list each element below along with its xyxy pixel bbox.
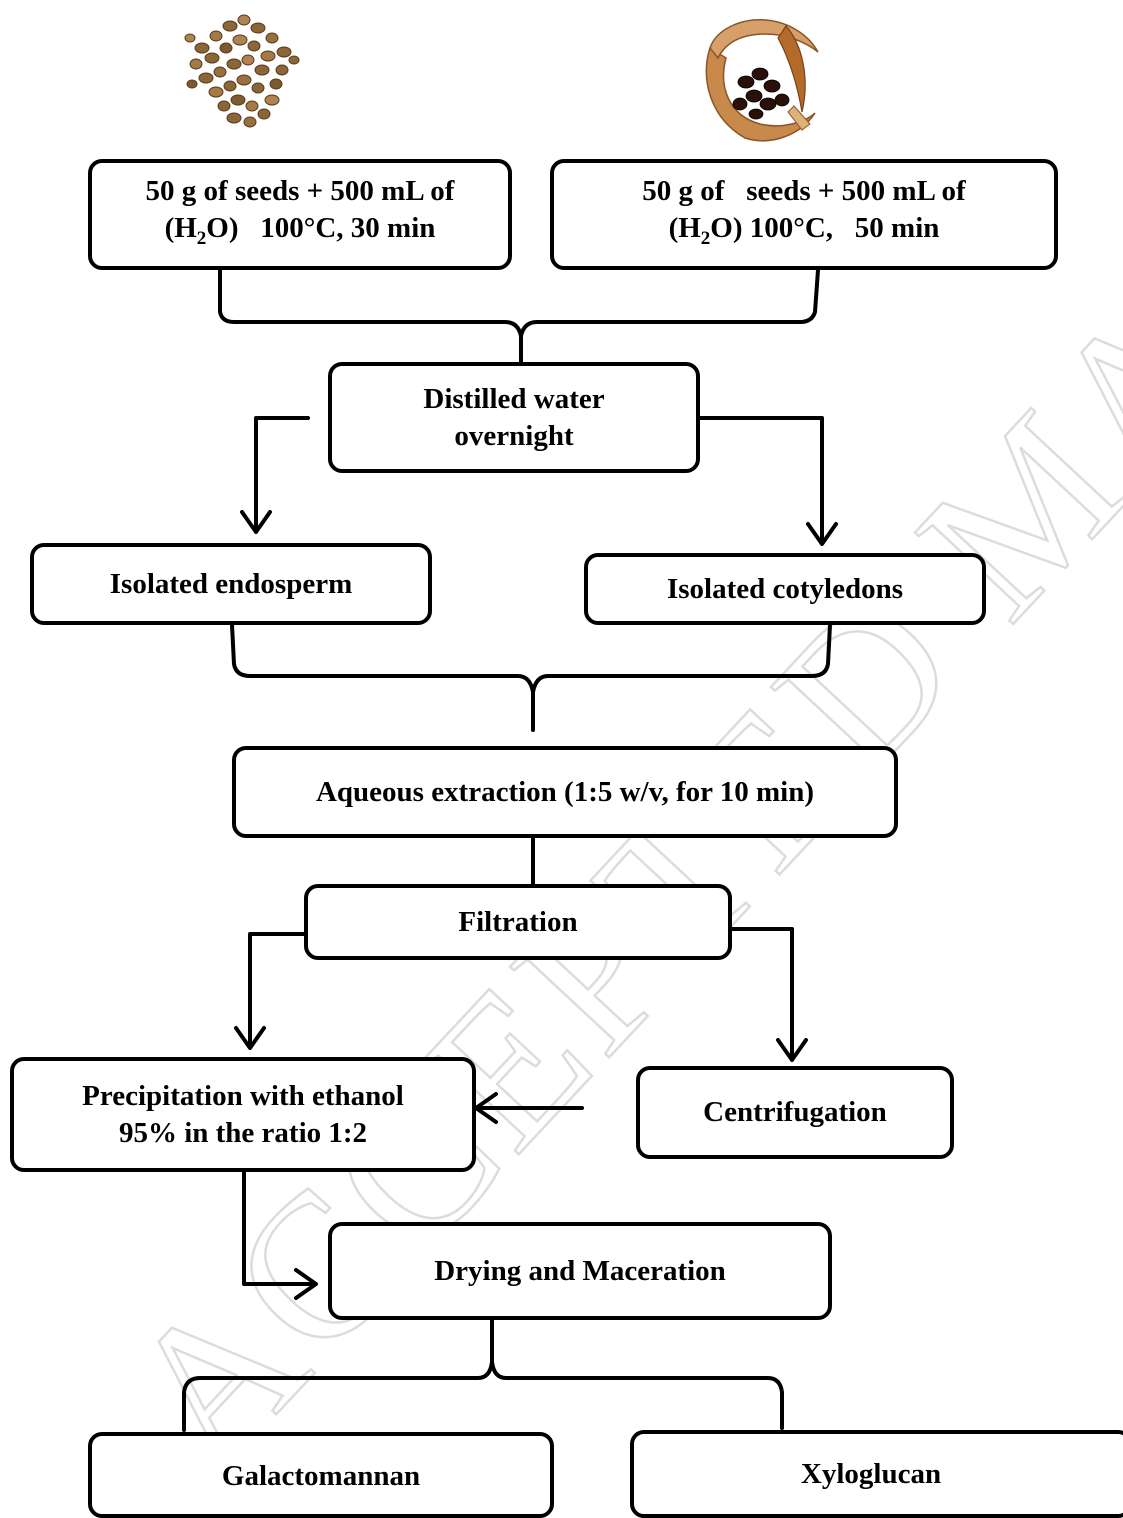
arrowhead-endosperm [240,510,272,534]
fenugreek-seeds-photo [184,14,300,128]
filtration-box: Filtration [304,884,732,960]
arrowhead-cotyledons [806,522,838,546]
tamarind-pods-seeds-photo [705,19,819,142]
xyloglucan-label: Xyloglucan [800,1458,942,1490]
precipitation-line1: Precipitation with ethanol [82,1079,404,1112]
left-seed-prep-line2: (H2O) 100°C, 30 min [164,211,436,249]
filtration-label: Filtration [458,905,578,938]
aqueous-extraction-box: Aqueous extraction (1:5 w/v, for 10 min) [232,746,898,838]
left-seed-prep-line1: 50 g of seeds + 500 mL of [145,174,455,207]
arrow-to-cotyledons [698,416,824,544]
precipitation-box: Precipitation with ethanol 95% in the ra… [10,1057,476,1172]
isolated-endosperm-box: Isolated endosperm [30,543,432,625]
arrowhead-centrifugation [776,1038,808,1062]
left-seed-prep-box: 50 g of seeds + 500 mL of (H2O) 100°C, 3… [88,159,512,270]
distilled-water-line2: overnight [454,419,574,452]
distilled-water-box: Distilled water overnight [328,362,700,473]
centrifugation-label: Centrifugation [703,1096,887,1128]
galactomannan-label: Galactomannan [221,1460,421,1492]
distilled-water-line1: Distilled water [423,382,605,415]
merge-bracket-top [218,268,820,338]
right-seed-prep-box: 50 g of seeds + 500 mL of (H2O) 100°C, 5… [550,159,1058,270]
arrowhead-back [474,1092,498,1124]
arrow-to-precipitation [248,932,306,1048]
drying-maceration-box: Drying and Maceration [328,1222,832,1320]
isolated-endosperm-label: Isolated endosperm [109,567,353,600]
xyloglucan-box: Xyloglucan [630,1430,1123,1518]
centrifugation-box: Centrifugation [636,1066,954,1159]
isolated-cotyledons-label: Isolated cotyledons [666,572,904,605]
arrowhead-drying [294,1268,318,1300]
galactomannan-box: Galactomannan [88,1432,554,1518]
arrow-to-drying [242,1170,314,1286]
split-bracket-bottom [182,1360,784,1432]
merge-bracket-middle [230,623,832,694]
right-seed-prep-line1: 50 g of seeds + 500 mL of [642,174,966,207]
drying-maceration-label: Drying and Maceration [434,1254,726,1287]
arrow-to-endosperm [254,416,310,532]
isolated-cotyledons-box: Isolated cotyledons [584,553,986,625]
aqueous-extraction-label: Aqueous extraction (1:5 w/v, for 10 min) [315,775,815,808]
arrow-to-centrifugation [730,927,794,1060]
precipitation-line2: 95% in the ratio 1:2 [118,1116,368,1149]
right-seed-prep-line2: (H2O) 100°C, 50 min [668,211,940,249]
arrowhead-precipitation [234,1026,266,1050]
